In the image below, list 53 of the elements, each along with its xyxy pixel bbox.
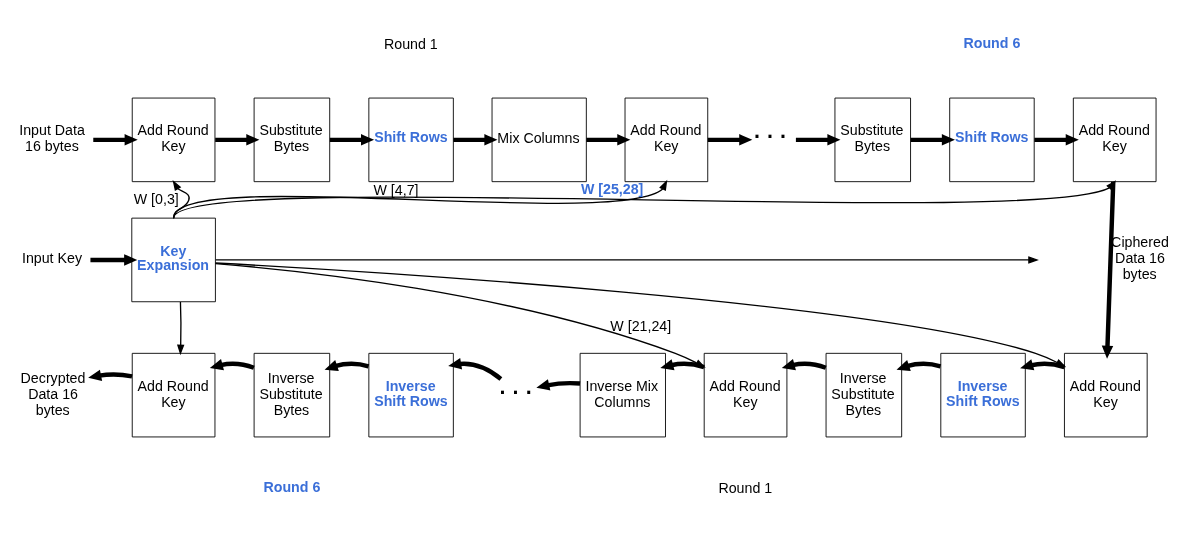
arrow — [215, 134, 260, 146]
node-box: Add Round Key — [1072, 97, 1157, 183]
arrow — [795, 134, 841, 146]
node-box: Substitute Bytes — [834, 97, 911, 183]
arrow — [172, 179, 668, 219]
arrow — [707, 134, 753, 146]
node-text: Decrypted Data 16 bytes — [20, 369, 86, 418]
arrow — [586, 134, 631, 146]
node-text: · · · — [754, 125, 788, 150]
edge-label: W [25,28] — [580, 181, 644, 198]
label: Round 1 — [718, 479, 773, 496]
arrow — [1034, 134, 1079, 146]
arrow — [329, 134, 375, 146]
node-box: Shift Rows — [949, 97, 1035, 183]
node-box: Inverse Substitute Bytes — [253, 352, 331, 438]
label: Round 6 — [263, 478, 321, 495]
arrow — [910, 134, 955, 146]
node-box: Add Round Key — [1064, 352, 1148, 438]
arrow — [781, 359, 827, 371]
node-box: Key Expansion — [131, 217, 216, 303]
edge-label: W [21,24] — [610, 317, 672, 334]
arrow — [93, 134, 138, 146]
label: Round 6 — [963, 35, 1021, 52]
node-box: Inverse Mix Columns — [579, 352, 666, 438]
node-box: Substitute Bytes — [253, 97, 331, 183]
arrow — [209, 359, 255, 371]
node-text: Input Data 16 bytes — [19, 122, 85, 155]
arrow — [172, 180, 1116, 219]
edge-label: Ciphered Data 16 bytes — [1111, 234, 1169, 283]
label: Round 1 — [383, 35, 438, 52]
node-box: Add Round Key — [131, 97, 216, 183]
arrow — [1101, 181, 1116, 359]
arrow — [896, 360, 942, 371]
arrow — [177, 301, 185, 356]
node-box: Inverse Shift Rows — [940, 352, 1026, 438]
node-box: Add Round Key — [624, 97, 709, 183]
arrow — [88, 369, 133, 381]
arrow — [453, 134, 498, 146]
node-box: Mix Columns — [491, 97, 587, 183]
arrow — [324, 360, 370, 371]
node-box: Add Round Key — [703, 352, 788, 438]
arrow — [215, 256, 1039, 264]
edge-label: W [0,3] — [133, 191, 179, 208]
node-box: Add Round Key — [131, 352, 216, 438]
node-box: Shift Rows — [368, 97, 454, 183]
arrow — [448, 358, 503, 381]
arrow — [536, 379, 581, 391]
node-box: Inverse Substitute Bytes — [825, 352, 903, 438]
node-text: Input Key — [21, 250, 83, 267]
node-text: · · · — [499, 380, 533, 405]
arrow — [90, 254, 138, 266]
node-box: Inverse Shift Rows — [368, 352, 454, 438]
edge-label: W [4,7] — [373, 182, 419, 199]
